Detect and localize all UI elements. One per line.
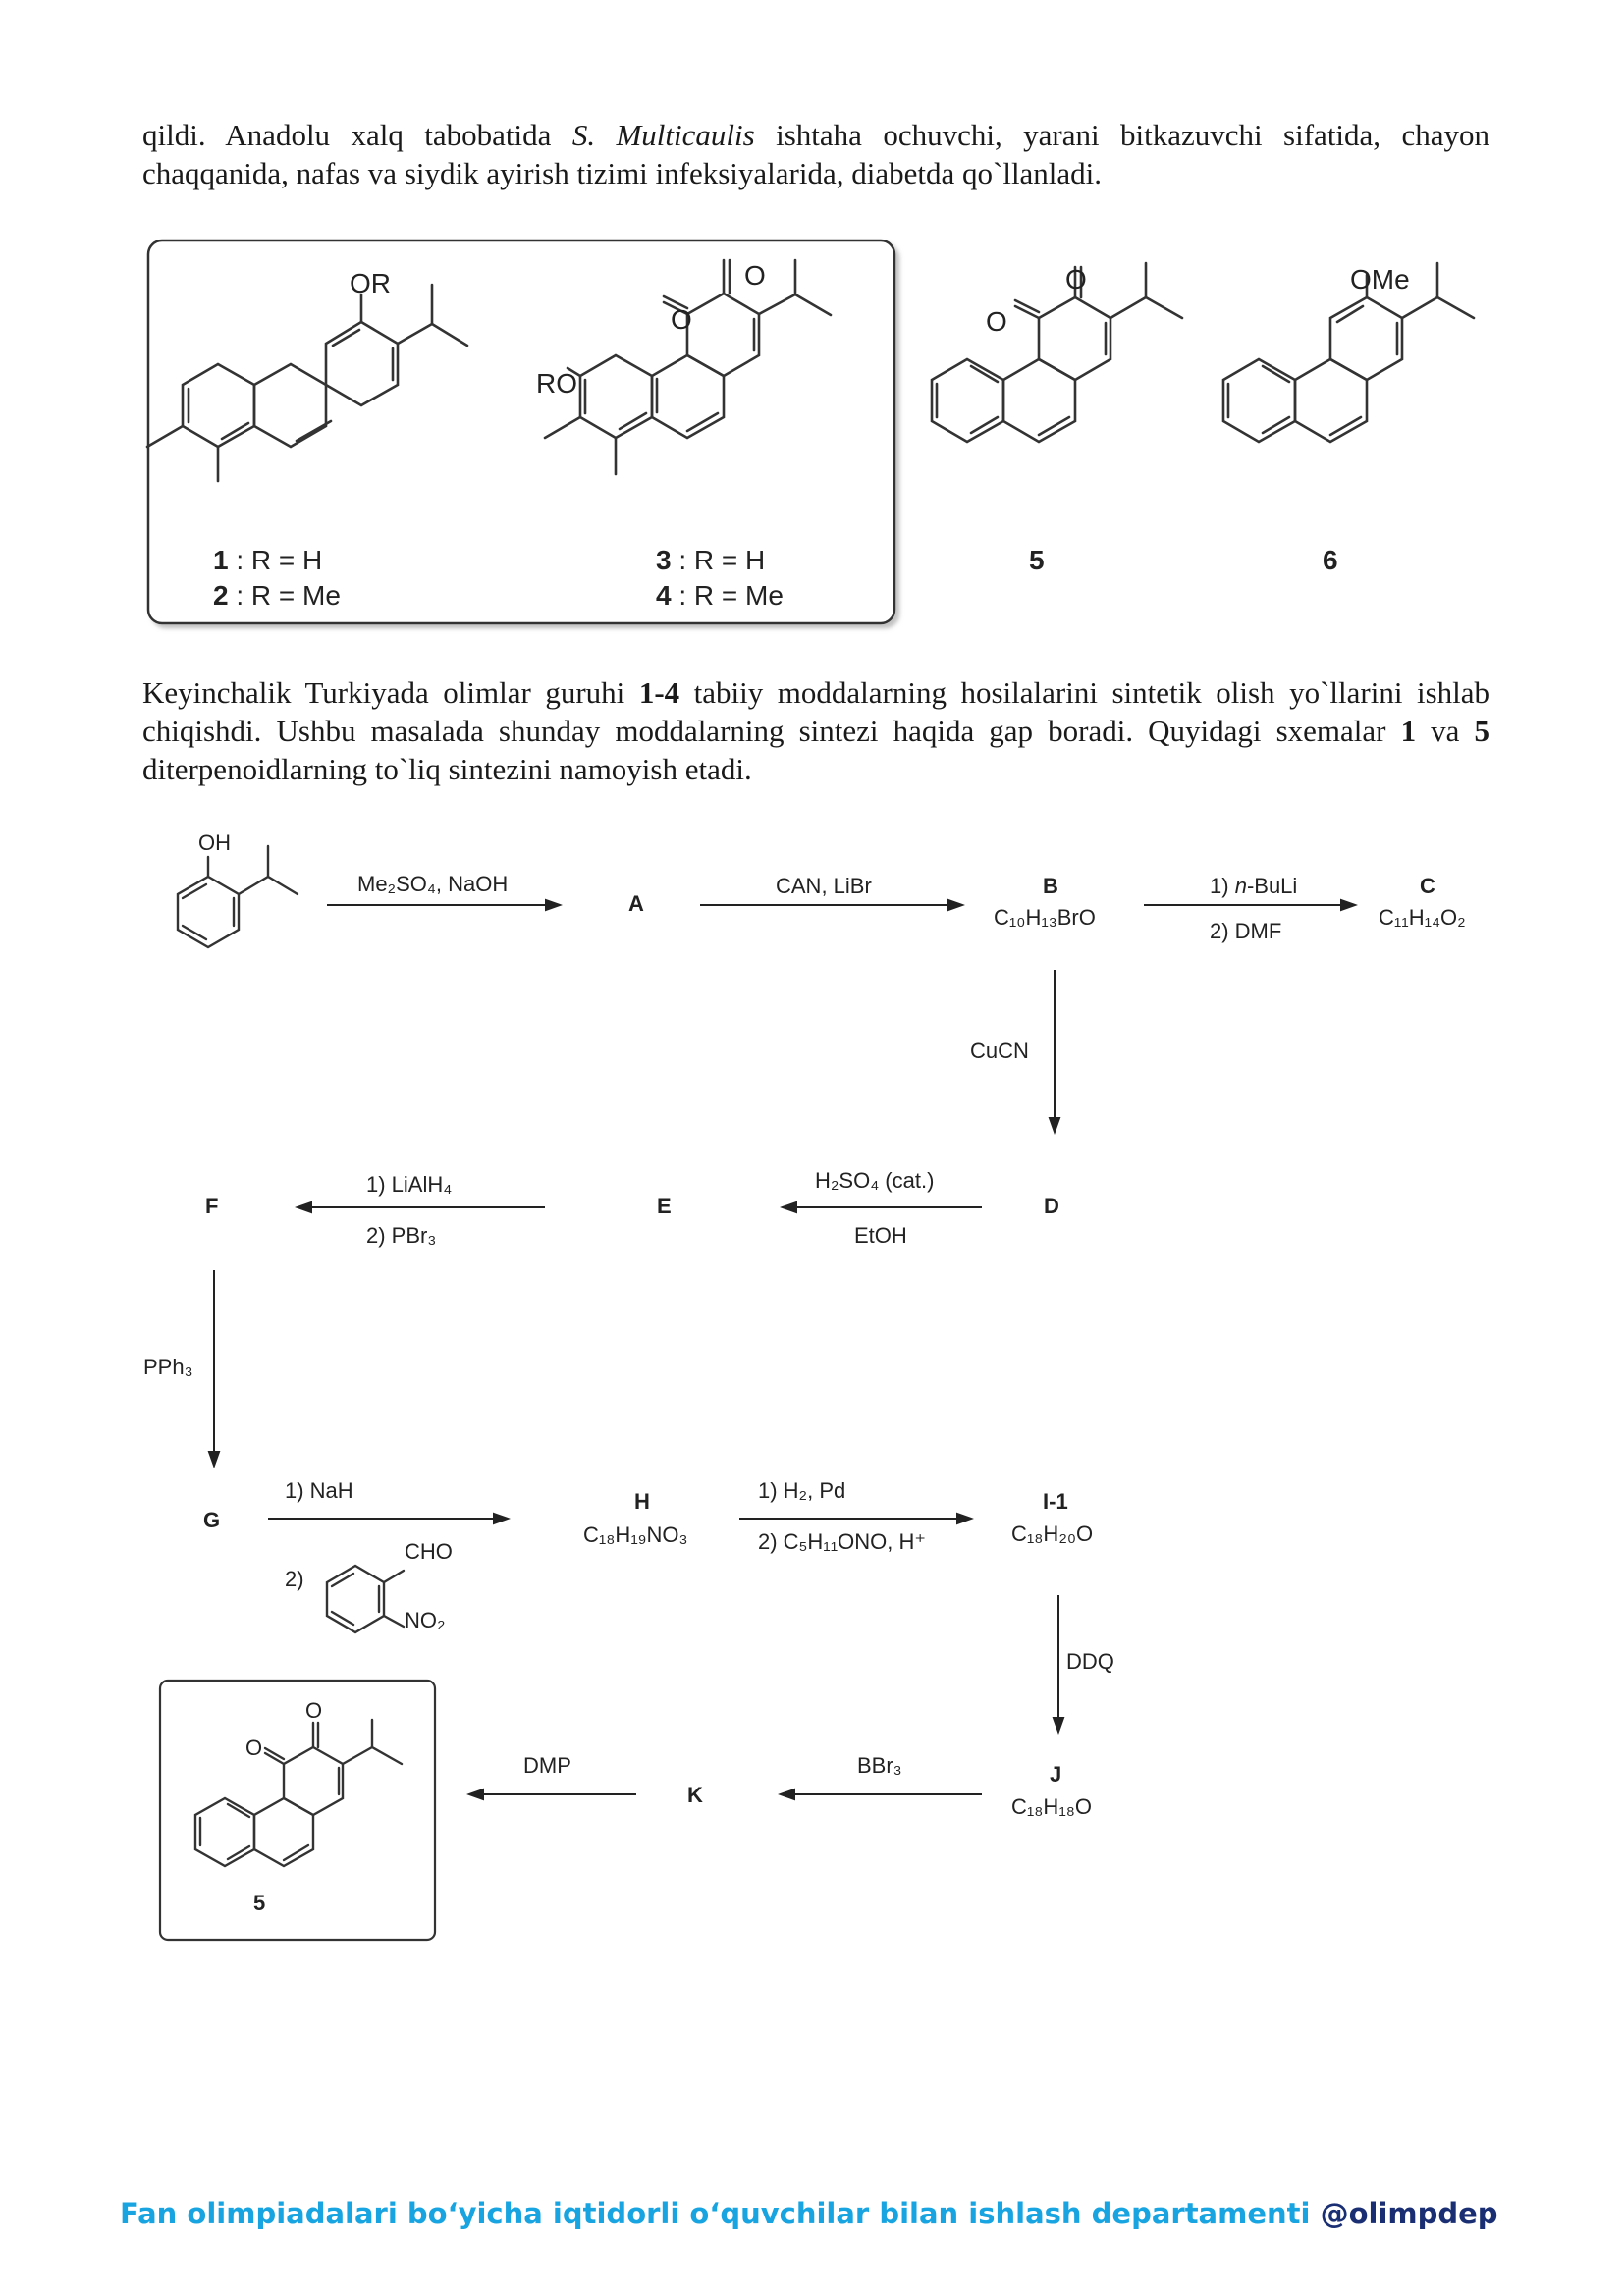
arrow-E-to-F: [295, 1201, 545, 1214]
reagent-amyl-nitrite: 2) C₅H₁₁ONO, H⁺: [758, 1529, 926, 1554]
caption-compound-6: 6: [1323, 545, 1338, 575]
oh-label: OH: [198, 830, 231, 855]
reagent-dmp: DMP: [523, 1753, 571, 1778]
para2-text: diterpenoidlarning to`liq sintezini namo…: [142, 752, 752, 786]
compound-D: D: [1044, 1194, 1059, 1218]
reagent-nbuli: 1) n-BuLi: [1210, 874, 1297, 898]
compound-A: A: [628, 891, 644, 916]
o-label: O: [1065, 264, 1087, 294]
compound-G: G: [203, 1508, 220, 1532]
caption-compound-4: 4 : R = Me: [656, 580, 784, 611]
compound-C: C: [1420, 874, 1435, 898]
arrow-A-to-B: [700, 898, 965, 912]
final-product-number: 5: [253, 1891, 265, 1915]
caption-compound-5: 5: [1029, 545, 1045, 575]
caption-compound-1: 1 : R = H: [213, 545, 322, 575]
reagent-etoh: EtOH: [854, 1223, 907, 1248]
starting-material-structure: [176, 844, 299, 949]
ome-label: OMe: [1350, 264, 1410, 294]
compound-I1: I-1: [1043, 1489, 1068, 1514]
final-product-box: [158, 1679, 437, 1942]
formula-I1: C₁₈H₂₀O: [1011, 1522, 1093, 1546]
arrow-H-to-I1: [739, 1512, 974, 1525]
formula-C: C₁₁H₁₄O₂: [1379, 905, 1466, 930]
reagent-bbr3: BBr₃: [857, 1753, 902, 1778]
para2-text: tabiiy moddalarning hosilalarini sinteti…: [142, 675, 1490, 748]
compound-H: H: [634, 1489, 650, 1514]
nitrobenzaldehyde-structure: [325, 1564, 406, 1634]
final-product-structure: [193, 1718, 404, 1868]
reagent-h2-pd: 1) H₂, Pd: [758, 1478, 845, 1503]
arrow-D-to-E: [780, 1201, 982, 1214]
compound-B: B: [1043, 874, 1058, 898]
para2-text: va: [1416, 714, 1475, 748]
caption-compound-2: 2 : R = Me: [213, 580, 341, 611]
reagent-dmf: 2) DMF: [1210, 919, 1281, 943]
para2-text: Keyinchalik Turkiyada olimlar guruhi: [142, 675, 639, 710]
compound-5-structure: [930, 261, 1184, 444]
reagent-can-libr: CAN, LiBr: [776, 874, 872, 898]
reagent-h2so4: H₂SO₄ (cat.): [815, 1168, 934, 1193]
o-label: O: [744, 260, 766, 291]
reagent-ddq: DDQ: [1066, 1649, 1114, 1674]
reagent-cucn: CuCN: [970, 1039, 1029, 1063]
no2-label: NO₂: [405, 1608, 446, 1632]
compound-E: E: [657, 1194, 672, 1218]
structures-box: [146, 239, 896, 625]
scheme-intro-paragraph: Keyinchalik Turkiyada olimlar guruhi 1-4…: [142, 673, 1489, 788]
formula-H: C₁₈H₁₉NO₃: [583, 1522, 687, 1547]
compound-F: F: [205, 1194, 218, 1218]
compound-ref: 5: [1474, 714, 1490, 748]
arrow-B-to-D: [1048, 970, 1061, 1135]
compound-6-structure: [1221, 261, 1476, 444]
o-label: O: [305, 1698, 322, 1723]
compound-J: J: [1050, 1762, 1061, 1787]
arrow-F-to-G: [207, 1270, 221, 1468]
formula-B: C₁₀H₁₃BrO: [994, 905, 1096, 930]
compound-K: K: [687, 1783, 703, 1807]
o-label: O: [671, 304, 692, 335]
species-name: S. Multicaulis: [571, 118, 755, 152]
cho-label: CHO: [405, 1539, 453, 1564]
reagent-nah: 1) NaH: [285, 1478, 353, 1503]
or-label: OR: [350, 268, 391, 298]
reagent-step2: 2): [285, 1567, 304, 1591]
footer-text: Fan olimpiadalari bo‘yicha iqtidorli o‘q…: [120, 2197, 1311, 2230]
caption-compound-3: 3 : R = H: [656, 545, 765, 575]
ro-label: RO: [536, 368, 577, 399]
compound-ref: 1-4: [638, 675, 680, 710]
intro-text-2: ishtaha ochuvchi, yarani bitkazuvchi sif…: [142, 118, 1489, 190]
compound-1-2-structure: [145, 283, 469, 483]
o-label: O: [245, 1735, 262, 1760]
reagent-pbr3: 2) PBr₃: [366, 1223, 436, 1248]
footer-handle: @olimpdep: [1320, 2197, 1498, 2230]
arrow-B-to-C: [1144, 898, 1358, 912]
formula-J: C₁₈H₁₈O: [1011, 1794, 1092, 1819]
arrow-J-to-K: [778, 1788, 982, 1801]
intro-text: qildi. Anadolu xalq tabobatida: [142, 118, 572, 152]
reagent-lialh4: 1) LiAlH₄: [366, 1172, 452, 1197]
arrow-I1-to-J: [1052, 1595, 1065, 1735]
page-footer: Fan olimpiadalari bo‘yicha iqtidorli o‘q…: [120, 2197, 1498, 2230]
reagent-me2so4-naoh: Me₂SO₄, NaOH: [357, 872, 508, 896]
intro-paragraph: qildi. Anadolu xalq tabobatida S. Multic…: [142, 116, 1489, 192]
arrow-K-to-5: [466, 1788, 636, 1801]
o-label: O: [986, 306, 1007, 337]
reagent-pph3: PPh₃: [143, 1355, 193, 1379]
compound-3-4-structure: [543, 258, 833, 476]
arrow-start-to-A: [327, 898, 563, 912]
arrow-G-to-H: [268, 1512, 511, 1525]
compound-ref: 1: [1400, 714, 1417, 748]
